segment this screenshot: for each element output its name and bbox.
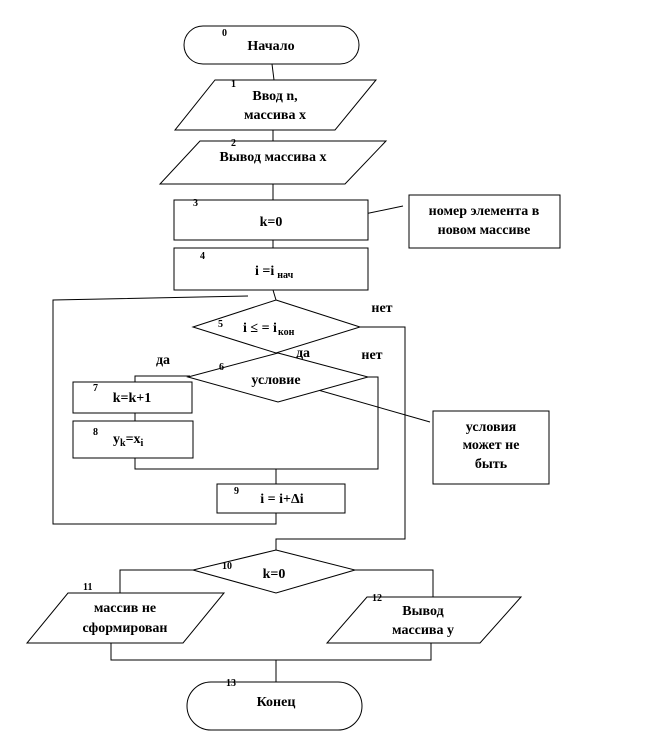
block-4-label-base: i =i — [255, 264, 274, 279]
comment-element-number: номер элемента в новом массиве — [408, 194, 561, 249]
block-1-input: 1 Ввод n, массива x — [173, 79, 378, 131]
block-8-label-y: y — [113, 432, 120, 447]
block-6-label: условие — [251, 373, 300, 388]
block-1-label-line1: Ввод n, — [252, 89, 297, 104]
block-0-number: 0 — [222, 28, 227, 39]
comment-1-line1: номер элемента в — [429, 204, 540, 219]
block-10-number: 10 — [222, 561, 232, 572]
block-5-no-label: нет — [371, 301, 392, 316]
block-2-label: Вывод массива x — [220, 150, 327, 165]
block-10-decision: 10 k=0 — [191, 549, 357, 594]
block-8-process: 8 yk=xi — [72, 420, 194, 459]
block-4-label-subscript: нач — [277, 270, 293, 281]
block-13-end: 13 Конец — [186, 678, 363, 731]
block-8-label-eq: =x — [126, 432, 141, 447]
block-10-label: k=0 — [263, 567, 286, 582]
block-12-number: 12 — [372, 593, 382, 604]
block-11-label-line2: сформирован — [83, 621, 168, 636]
block-12-label-line1: Вывод — [402, 604, 443, 619]
block-8-number: 8 — [93, 427, 98, 438]
block-13-label: Конец — [257, 695, 296, 710]
block-3-number: 3 — [193, 198, 198, 209]
block-3-process: 3 k=0 — [173, 198, 369, 241]
block-2-number: 2 — [231, 138, 236, 149]
block-5-yes-label: да — [296, 346, 310, 361]
block-6-yes-label: да — [156, 353, 170, 368]
comment-2-line3: быть — [475, 457, 508, 472]
comment-2-line1: условия — [466, 420, 517, 435]
block-7-process: 7 k=k+1 — [72, 381, 193, 414]
block-6-number: 6 — [219, 362, 224, 373]
block-3-label: k=0 — [260, 215, 283, 230]
block-0-start: 0 Начало — [183, 25, 360, 65]
block-12-output: 12 Вывод массива y — [325, 593, 523, 644]
block-1-label-line2: массива x — [244, 108, 306, 123]
block-9-process: 9 i = i+Δi — [216, 483, 346, 514]
block-5-decision: 5 i ≤ = iкон — [191, 299, 362, 354]
block-5-label-base: i ≤ = i — [243, 321, 277, 336]
block-5-label-subscript: кон — [278, 327, 295, 338]
block-0-label: Начало — [247, 39, 294, 54]
block-2-output: 2 Вывод массива x — [158, 138, 388, 185]
block-11-output: 11 массив не сформирован — [25, 582, 226, 644]
comment-1-line2: новом массиве — [438, 223, 531, 238]
comment-condition-optional: условия может не быть — [432, 410, 550, 485]
block-11-label-line1: массив не — [94, 601, 156, 616]
block-8-label: yk=xi — [113, 432, 144, 449]
block-11-number: 11 — [83, 582, 92, 593]
block-8-label-i: i — [141, 438, 144, 449]
block-12-label-line2: массива y — [392, 623, 454, 638]
block-7-label: k=k+1 — [113, 391, 152, 406]
block-8-label-k: k — [120, 438, 126, 449]
block-5-label: i ≤ = iкон — [243, 321, 295, 338]
connectors — [52, 63, 434, 682]
block-7-number: 7 — [93, 383, 98, 394]
block-13-number: 13 — [226, 678, 236, 689]
block-1-number: 1 — [231, 79, 236, 90]
block-9-label: i = i+Δi — [260, 492, 304, 507]
block-9-number: 9 — [234, 486, 239, 497]
block-6-no-label: нет — [361, 348, 382, 363]
comment-2-line2: может не — [463, 438, 520, 453]
block-4-number: 4 — [200, 251, 205, 262]
block-5-number: 5 — [218, 319, 223, 330]
block-6-decision: 6 условие — [186, 352, 370, 403]
